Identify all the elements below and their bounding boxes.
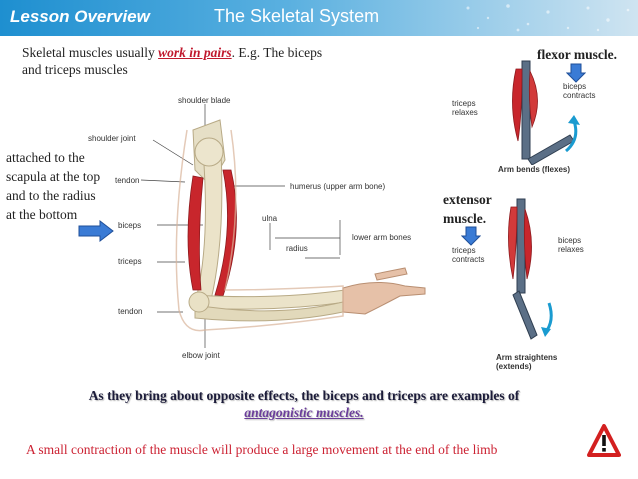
flexor-heading: flexor muscle. bbox=[537, 47, 617, 62]
arm-illustration bbox=[140, 104, 426, 348]
extensor-triceps-contracts: triceps contracts bbox=[452, 246, 494, 264]
intro-text: Skeletal muscles usually work in pairs. … bbox=[22, 44, 422, 78]
work-in-pairs-emphasis: work in pairs bbox=[158, 45, 232, 60]
antagonistic-caption: As they bring about opposite effects, th… bbox=[24, 387, 584, 421]
extensor-biceps-relaxes-text: biceps relaxes bbox=[558, 236, 584, 254]
flexor-arrow bbox=[566, 63, 586, 83]
flexor-biceps-contracts: biceps contracts bbox=[563, 82, 613, 100]
flexor-caption: Arm bends (flexes) bbox=[498, 165, 571, 174]
intro-text-end: . E.g. The biceps bbox=[231, 45, 323, 60]
lesson-overview-label: Lesson Overview bbox=[10, 7, 150, 26]
label-triceps: triceps bbox=[118, 257, 142, 266]
intro-text-line2: and triceps muscles bbox=[22, 62, 128, 77]
header-dot-pattern bbox=[466, 4, 630, 32]
antagonistic-muscles-term: antagonistic muscles. bbox=[244, 405, 364, 420]
label-tendon-top: tendon bbox=[115, 176, 140, 185]
extensor-heading: extensor muscle. bbox=[443, 192, 492, 226]
extensor-triceps-contracts-text: triceps contracts bbox=[452, 246, 485, 264]
label-tendon-bottom: tendon bbox=[118, 307, 143, 316]
extensor-diagram bbox=[508, 198, 553, 340]
label-shoulder-blade: shoulder blade bbox=[178, 96, 231, 105]
attachment-note: attached to the scapula at the top and t… bbox=[6, 150, 101, 222]
caption-line1: As they bring about opposite effects, th… bbox=[88, 388, 520, 403]
label-radius: radius bbox=[286, 244, 308, 253]
flexor-biceps-contracts-text: biceps contracts bbox=[563, 82, 596, 100]
biceps-pointer-arrow bbox=[78, 220, 114, 242]
warning-icon bbox=[587, 424, 621, 457]
label-biceps: biceps bbox=[118, 221, 142, 230]
label-shoulder-joint: shoulder joint bbox=[88, 134, 136, 143]
label-humerus: humerus (upper arm bone) bbox=[290, 182, 386, 191]
label-ulna: ulna bbox=[262, 214, 278, 223]
slide-header: Lesson Overview The Skeletal System bbox=[0, 0, 638, 36]
slide-title: The Skeletal System bbox=[214, 6, 380, 26]
footer-note: A small contraction of the muscle will p… bbox=[26, 442, 498, 457]
intro-text-start: Skeletal muscles usually bbox=[22, 45, 159, 60]
label-elbow-joint: elbow joint bbox=[182, 351, 220, 360]
flexor-triceps-relaxes-text: triceps relaxes bbox=[452, 99, 478, 117]
extensor-caption: Arm straightens (extends) bbox=[496, 353, 558, 371]
label-lower-arm-bones: lower arm bones bbox=[352, 233, 412, 242]
extensor-biceps-relaxes: biceps relaxes bbox=[558, 236, 594, 254]
flexor-triceps-relaxes: triceps relaxes bbox=[452, 99, 492, 117]
extensor-arrow bbox=[461, 226, 481, 246]
flexor-diagram bbox=[512, 60, 580, 165]
